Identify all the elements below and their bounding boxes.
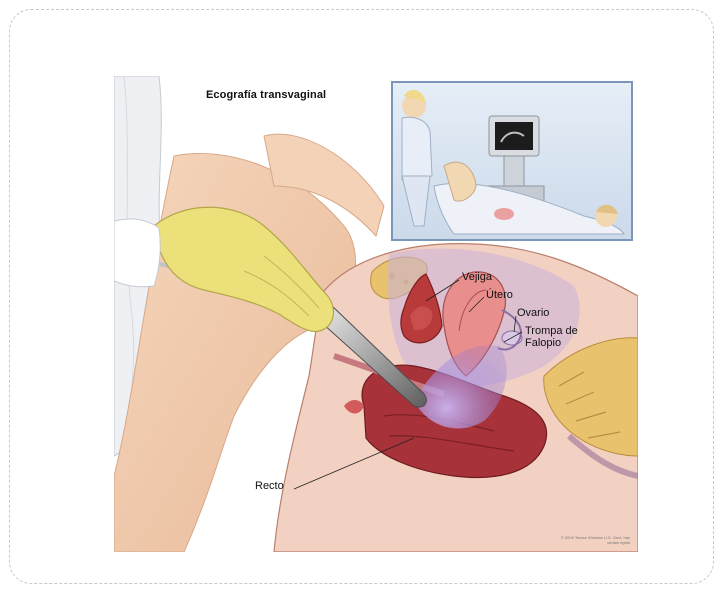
- illustration-title: Ecografía transvaginal: [206, 89, 326, 101]
- inset-exam-scene: [392, 82, 632, 240]
- label-vejiga: Vejiga: [462, 271, 492, 283]
- label-recto: Recto: [255, 480, 284, 492]
- label-utero: Útero: [486, 289, 513, 301]
- anatomy-drawing: [114, 76, 638, 552]
- transvaginal-ultrasound-illustration: Ecografía transvaginal Vejiga Útero Ovar…: [114, 76, 638, 552]
- label-trompa-de-falopio: Trompa de Falopio: [525, 325, 615, 349]
- copyright-note: © 2009 Terese Winslow U.S. Govt. has cer…: [550, 535, 630, 545]
- image-card: Ecografía transvaginal Vejiga Útero Ovar…: [9, 9, 714, 584]
- label-ovario: Ovario: [517, 307, 549, 319]
